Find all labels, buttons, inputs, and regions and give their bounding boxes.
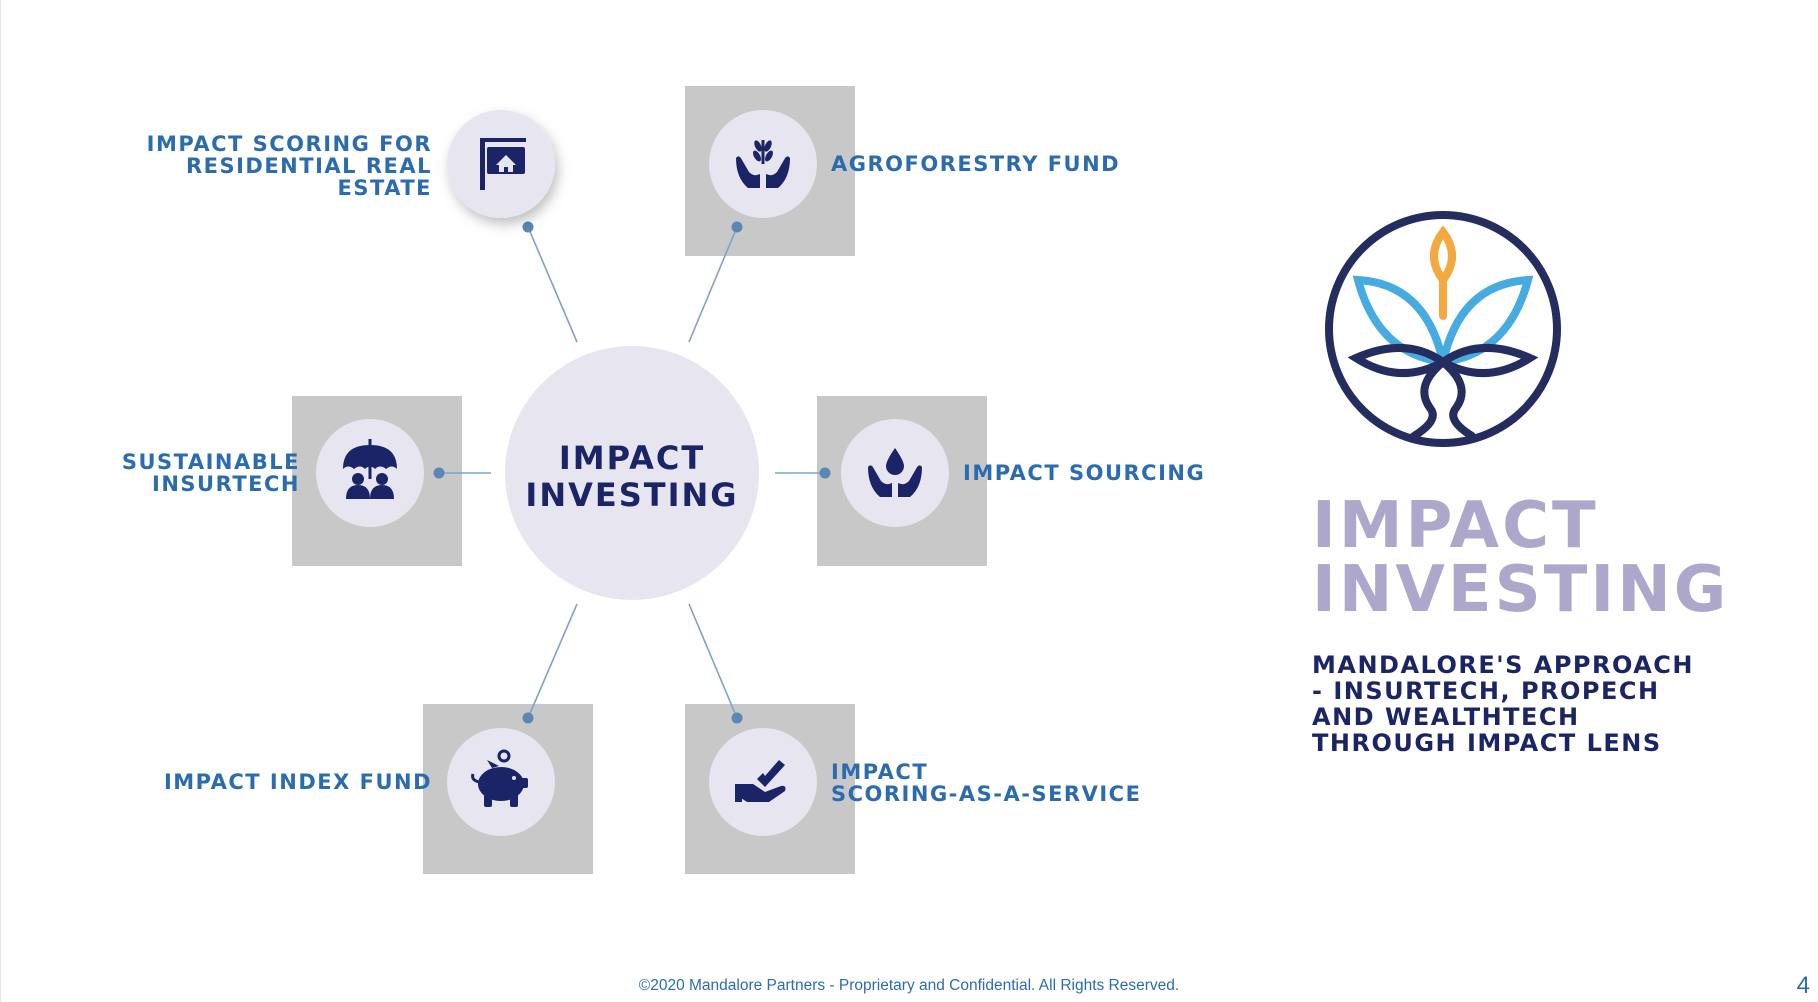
node-label-scoring-service: IMPACT SCORING-AS-A-SERVICE (831, 760, 1142, 806)
node-label-agroforestry: AGROFORESTRY FUND (831, 152, 1121, 176)
node-label-sourcing: IMPACT SOURCING (963, 461, 1206, 485)
page-number: 4 (1796, 972, 1810, 999)
center-hub (505, 346, 759, 600)
brand-title: IMPACT INVESTING (1312, 489, 1730, 627)
hands-plant-icon (736, 140, 790, 188)
connector-lines (439, 226, 825, 719)
connector-dots (433, 221, 831, 724)
footer-copyright: ©2020 Mandalore Partners - Proprietary a… (638, 977, 1180, 994)
piggy-bank-icon (471, 749, 528, 807)
node-label-index-fund: IMPACT INDEX FUND (163, 770, 432, 794)
hands-water-drop-icon (868, 448, 922, 497)
node-label-insurtech: SUSTAINABLE INSURTECH (121, 450, 300, 496)
sprout-circle-logo (1325, 211, 1561, 447)
center-hub-label: IMPACT INVESTING (525, 439, 739, 514)
brand-subtitle: MANDALORE'S APPROACH - INSURTECH, PROPEC… (1312, 651, 1695, 757)
hand-check-icon (735, 760, 786, 802)
house-sign-icon (480, 138, 526, 190)
umbrella-family-icon (343, 439, 397, 499)
node-label-real-estate: IMPACT SCORING FOR RESIDENTIAL REAL ESTA… (146, 132, 432, 200)
page-edge-rule (0, 0, 1, 1002)
